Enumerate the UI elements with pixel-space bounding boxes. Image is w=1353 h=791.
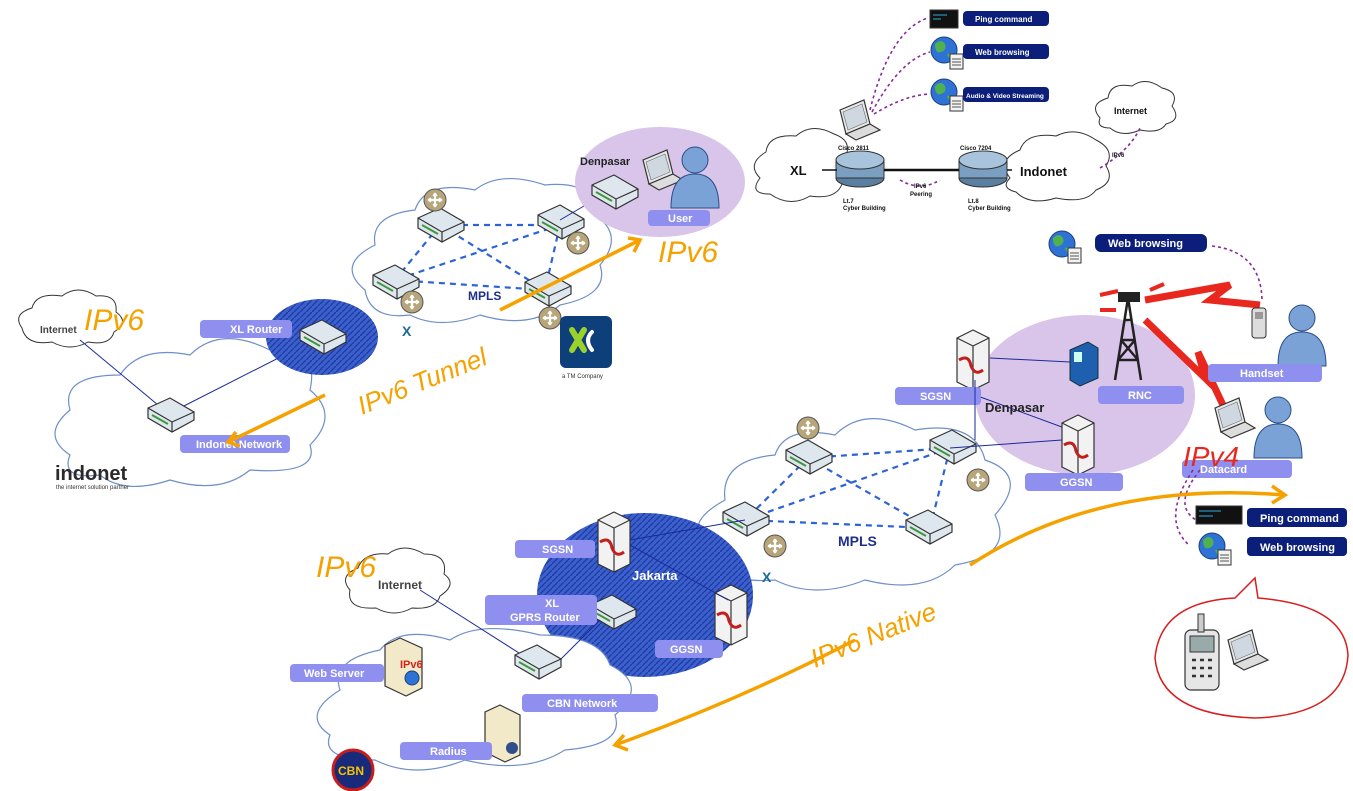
jakarta-label: Jakarta [632, 568, 678, 583]
inset-web-globe-icon [930, 36, 964, 70]
core-router-icon [762, 533, 788, 559]
xl-mini-logo: X [402, 323, 412, 339]
inset-cisco-7204: Cisco 7204 [960, 146, 992, 152]
xl-gprs-router-label-1: XL [545, 598, 559, 610]
inset-streaming-globe-icon [930, 78, 964, 112]
inset-xl-label: XL [790, 163, 807, 178]
inset-lt8: Lt.8 [968, 199, 979, 205]
radius-server-icon [484, 704, 521, 763]
inset-lt8-building: Cyber Building [968, 206, 1011, 212]
inset-laptop-icon [839, 99, 881, 141]
inset-testbed: Ping command Web browsing Audio & Video … [753, 9, 1177, 212]
inset-cisco-2811: Cisco 2811 [838, 146, 870, 152]
datacard-person-icon [1253, 396, 1303, 459]
ipv4-annotation: IPv4 [1183, 441, 1239, 472]
rnc-label: RNC [1128, 390, 1152, 402]
ggsn-denpasar-label: GGSN [1060, 477, 1092, 489]
core-router-icon [965, 467, 991, 493]
ipv6-tunnel-arrow-down [225, 393, 326, 448]
handset-web-browsing: Web browsing [1108, 238, 1183, 250]
denpasar-bottom-site [975, 315, 1195, 475]
cell-tower-icon [1113, 292, 1143, 381]
ipv6-native-annotation: IPv6 Native [806, 596, 941, 674]
inset-lt7: Lt.7 [843, 199, 854, 205]
indonet-logo: indonet [55, 463, 128, 485]
sgsn-denpasar-icon [955, 328, 991, 392]
inset-internet-cloud [1095, 81, 1177, 134]
web-server-icon [384, 637, 423, 697]
mpls-top-label: MPLS [468, 289, 501, 303]
radio-link-icon [1142, 317, 1234, 422]
ipv6-top-annotation: IPv6 [658, 236, 718, 269]
ipv6-native-arrow-down [611, 638, 856, 752]
inset-cisco-7204-icon [958, 150, 1008, 188]
core-router-icon [422, 187, 448, 213]
denpasar-top-label: Denpasar [580, 156, 631, 168]
inset-internet-label: Internet [1114, 106, 1147, 116]
handset-label: Handset [1240, 368, 1284, 380]
sgsn-jakarta-icon [596, 510, 632, 574]
internet-label-left: Internet [40, 325, 77, 336]
inset-ipv6-link: IPv6 [1112, 153, 1125, 159]
xl-gprs-router-label-2: GPRS Router [510, 612, 580, 624]
ipv6-left-annotation: IPv6 [84, 304, 144, 337]
inset-ping-command: Ping command [975, 15, 1032, 24]
terminal-icon [1195, 505, 1243, 525]
inset-indonet-cloud [1004, 131, 1110, 202]
internet-cloud-left [18, 289, 123, 348]
mpls-bottom-label: MPLS [838, 533, 877, 549]
internet-label-bottom: Internet [378, 578, 422, 592]
ipv6-bottom-annotation: IPv6 [316, 551, 376, 584]
ggsn-denpasar-icon [1060, 413, 1096, 477]
core-router-icon [537, 305, 563, 331]
inset-indonet-label: Indonet [1020, 164, 1068, 179]
radio-burst-icon [1099, 282, 1165, 312]
ipv6-native-arrow [969, 484, 1289, 567]
cbn-network-label: CBN Network [547, 698, 618, 710]
inset-audio-video: Audio & Video Streaming [966, 93, 1044, 100]
web-server-ipv6-badge: IPv6 [400, 659, 423, 671]
ipv6-tunnel-arrow [499, 236, 643, 312]
inset-web-browsing: Web browsing [975, 48, 1030, 57]
cbn-logo: CBN [331, 748, 375, 791]
web-server-label: Web Server [304, 668, 365, 680]
tm-company-label: a TM Company [562, 374, 603, 380]
ping-command-label: Ping command [1260, 513, 1339, 525]
handset-person-icon [1277, 304, 1327, 367]
indonet-tagline: the internet solution partner [56, 485, 129, 491]
user-label: User [668, 213, 693, 225]
datacard-web-browsing-label: Web browsing [1260, 542, 1335, 554]
denpasar-bottom-label: Denpasar [985, 400, 1044, 415]
datacard-web-globe-icon [1198, 532, 1232, 566]
xl-mini-logo: X [762, 569, 772, 585]
cbn-logo-text: CBN [338, 764, 364, 778]
ggsn-jakarta-icon [713, 583, 749, 647]
inset-cisco-2811-icon [835, 150, 885, 188]
sgsn-jakarta-label: SGSN [542, 544, 573, 556]
core-router-icon [795, 415, 821, 441]
radio-link-icon [1144, 281, 1261, 309]
ggsn-jakarta-label: GGSN [670, 644, 702, 656]
core-router-icon [565, 230, 591, 256]
sgsn-denpasar-label: SGSN [920, 391, 951, 403]
web-globe-icon [1048, 230, 1082, 264]
internet-cloud-bottom [345, 547, 451, 614]
rnc-icon [1069, 341, 1099, 387]
mobile-phone-icon [1184, 613, 1220, 691]
radius-label: Radius [430, 746, 467, 758]
xl-logo [560, 316, 612, 368]
inset-peering-2: Peering [910, 192, 932, 198]
inset-peering-1: IPv6 [914, 184, 927, 190]
xl-router-label: XL Router [230, 324, 283, 336]
datacard-label: Datacard [1200, 464, 1247, 476]
ipv6-tunnel-annotation: IPv6 Tunnel [353, 341, 492, 421]
core-router-icon [399, 289, 425, 315]
handset-phone-icon [1251, 307, 1267, 339]
inset-lt7-building: Cyber Building [843, 206, 886, 212]
